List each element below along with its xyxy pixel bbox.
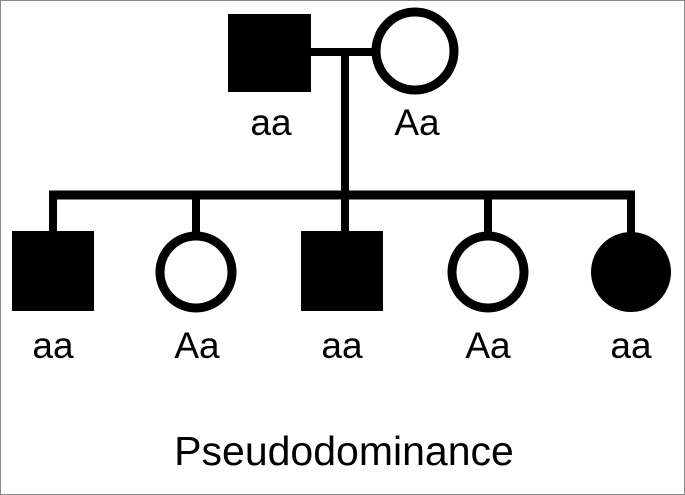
genotype-label-child-2: Aa [174,325,220,366]
genotype-label-child-3: aa [321,325,363,366]
genotype-label-father: aa [250,102,292,143]
genotype-label-child-4: Aa [465,325,511,366]
symbol-child-4-unaffected-female [447,231,529,313]
genotype-label-mother: Aa [394,102,440,143]
symbol-mother-unaffected-female [371,7,459,95]
symbol-father-affected-male [228,14,311,92]
symbol-child-1-affected-male [12,231,94,311]
symbol-child-5-affected-female [591,232,671,312]
symbol-child-2-unaffected-female [155,231,237,313]
genotype-label-child-1: aa [32,325,74,366]
genotype-label-child-5: aa [610,325,652,366]
symbol-child-3-affected-male [301,231,383,311]
figure-caption: Pseudodominance [174,428,514,474]
